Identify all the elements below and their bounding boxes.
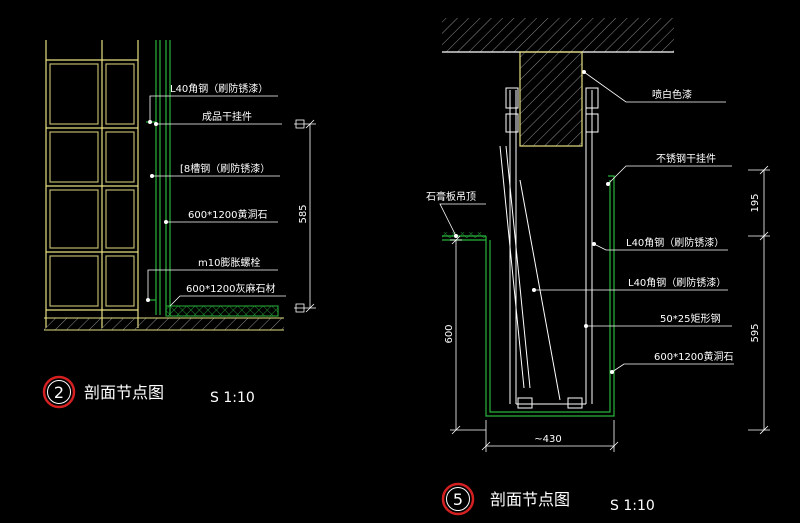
dimension-195-text: 195 [750, 193, 761, 212]
dimension-left [450, 235, 486, 435]
detail-5-leaders [439, 71, 734, 373]
dimension-bottom [481, 420, 619, 452]
detail-5-scale: S 1:10 [610, 498, 655, 514]
detail-2-title: 剖面节点图 [84, 383, 164, 402]
detail-2-number: 2 [54, 383, 64, 402]
label-granite: 600*1200黄洞石 [654, 350, 734, 363]
label-channel-steel: [8槽钢（刷防锈漆） [180, 162, 270, 175]
label-expansion-bolt: m10膨胀螺栓 [198, 256, 260, 269]
granite-u-cladding [442, 175, 615, 417]
label-finished-pendant: 成品干挂件 [202, 110, 252, 123]
label-gray-stone: 600*1200灰麻石材 [186, 282, 276, 295]
label-rect-steel: 50*25矩形钢 [660, 312, 720, 325]
detail-5-section: 喷白色漆 不锈钢干挂件 石膏板吊顶 L40角钢（刷防锈漆） L40角钢（刷防锈漆… [426, 18, 770, 516]
detail-2-scale: S 1:10 [210, 390, 255, 406]
dimension-585 [294, 119, 316, 313]
pendant-symbols [295, 119, 305, 313]
granite-cladding [146, 40, 171, 315]
dimension-430-text: ~430 [534, 434, 561, 445]
ceiling-slab [442, 18, 674, 52]
detail-2-section: L40角钢（刷防锈漆） 成品干挂件 [8槽钢（刷防锈漆） 600*1200黄洞石… [42, 40, 316, 409]
detail-5-markers [454, 70, 614, 374]
detail-2-leaders [147, 95, 286, 307]
gypsum-ceiling-hatch [442, 232, 486, 238]
gray-stone-slab [165, 305, 279, 317]
concrete-beam [519, 51, 583, 147]
label-ss-pendant: 不锈钢干挂件 [656, 152, 716, 165]
detail-5-title: 剖面节点图 [490, 490, 570, 509]
dimension-right [748, 165, 770, 435]
detail-5-number-circle [441, 482, 475, 516]
label-l40-angle-2: L40角钢（刷防锈漆） [628, 276, 726, 289]
detail-5-number: 5 [453, 490, 463, 509]
dimension-585-text: 585 [298, 204, 309, 223]
label-l40-angle-steel: L40角钢（刷防锈漆） [170, 82, 268, 95]
dimension-595-text: 595 [750, 323, 761, 342]
steel-frame [499, 87, 599, 409]
detail-2-markers [146, 120, 168, 302]
brick-wall [45, 40, 139, 328]
label-granite: 600*1200黄洞石 [188, 208, 268, 221]
label-l40-angle-1: L40角钢（刷防锈漆） [626, 236, 724, 249]
floor-hatch [44, 318, 284, 330]
detail-2-number-circle [42, 375, 76, 409]
label-gypsum-ceiling: 石膏板吊顶 [426, 190, 476, 203]
dimension-600-text: 600 [444, 324, 455, 343]
label-white-paint: 喷白色漆 [652, 88, 692, 101]
